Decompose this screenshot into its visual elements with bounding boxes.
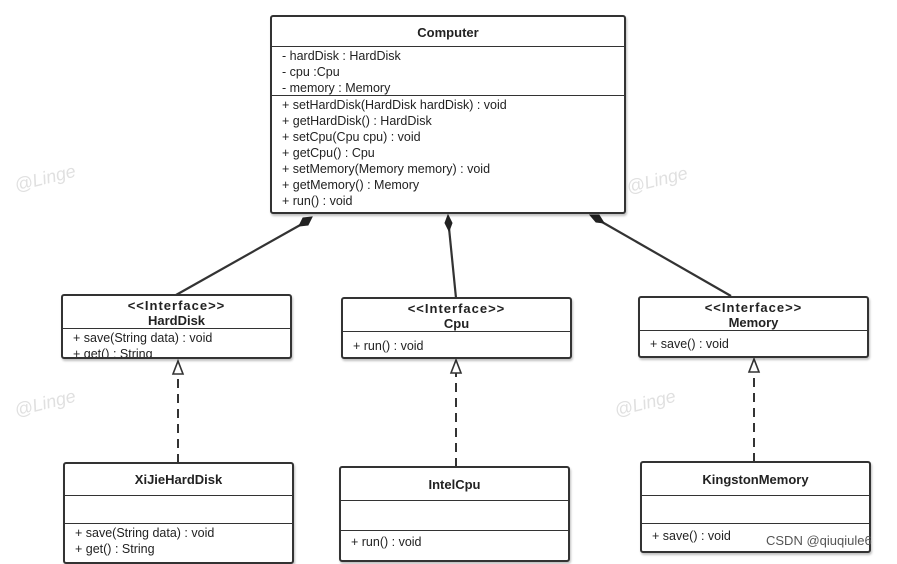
stereotype-label: <<Interface>> [704, 300, 803, 315]
intelcpu-class[interactable]: IntelCpu + run() : void [339, 466, 570, 562]
memory-interface-methods: + save() : void [640, 330, 867, 352]
memory-interface[interactable]: <<Interface>> Memory + save() : void [638, 296, 869, 358]
harddisk-interface-methods: + save(String data) : void + get() : Str… [63, 328, 290, 359]
attribute: - hardDisk : HardDisk [282, 49, 401, 63]
cpu-interface-methods: + run() : void [343, 331, 570, 354]
method: + save(String data) : void [75, 526, 215, 540]
interface-name: HardDisk [147, 313, 206, 328]
xijie-methods: + save(String data) : void + get() : Str… [65, 523, 292, 557]
memory-interface-header: <<Interface>> Memory [640, 298, 867, 330]
computer-class[interactable]: Computer - hardDisk : HardDisk - cpu :Cp… [270, 15, 626, 214]
class-name-text: KingstonMemory [702, 472, 809, 487]
composition-cpu [444, 213, 458, 299]
interface-name: Cpu [443, 316, 470, 331]
method: + run() : void [353, 339, 424, 353]
cpu-interface[interactable]: <<Interface>> Cpu + run() : void [341, 297, 572, 359]
method: + save(String data) : void [73, 331, 213, 345]
method: + get() : String [75, 542, 155, 556]
method: + getCpu() : Cpu [282, 146, 375, 160]
xijie-class-name: XiJieHardDisk [65, 464, 292, 495]
method: + run() : void [282, 194, 353, 208]
method: + setMemory(Memory memory) : void [282, 162, 491, 176]
harddisk-interface[interactable]: <<Interface>> HardDisk + save(String dat… [61, 294, 292, 359]
xijie-attributes [65, 495, 292, 523]
realization-xijie-harddisk [171, 358, 185, 463]
realization-kingston-memory [747, 356, 761, 462]
method: + get() : String [73, 347, 153, 359]
harddisk-interface-header: <<Interface>> HardDisk [63, 296, 290, 328]
attribute: - memory : Memory [282, 81, 391, 95]
realization-intelcpu-cpu [449, 357, 463, 467]
kingston-class-name: KingstonMemory [642, 463, 869, 495]
source-credit: CSDN @qiuqiule6 [766, 533, 872, 548]
kingston-methods: + save() : void [642, 523, 869, 544]
class-name-text: IntelCpu [428, 477, 481, 492]
method: + setHardDisk(HardDisk hardDisk) : void [282, 98, 507, 112]
method: + getHardDisk() : HardDisk [282, 114, 432, 128]
attribute: - cpu :Cpu [282, 65, 340, 79]
stereotype-label: <<Interface>> [407, 301, 506, 316]
class-name-text: XiJieHardDisk [134, 472, 223, 487]
method: + save() : void [652, 529, 731, 543]
intelcpu-methods: + run() : void [341, 530, 568, 550]
cpu-interface-header: <<Interface>> Cpu [343, 299, 570, 331]
kingston-attributes [642, 495, 869, 523]
computer-class-name: Computer [272, 17, 624, 46]
method: + setCpu(Cpu cpu) : void [282, 130, 421, 144]
intelcpu-class-name: IntelCpu [341, 468, 568, 500]
method: + save() : void [650, 337, 729, 351]
class-name-text: Computer [417, 25, 479, 40]
method: + run() : void [351, 535, 422, 549]
intelcpu-attributes [341, 500, 568, 530]
method: + getMemory() : Memory [282, 178, 420, 192]
interface-name: Memory [728, 315, 779, 330]
composition-harddisk [175, 216, 313, 296]
computer-methods: + setHardDisk(HardDisk hardDisk) : void … [272, 95, 624, 209]
kingston-memory-class[interactable]: KingstonMemory + save() : void [640, 461, 871, 553]
xijie-harddisk-class[interactable]: XiJieHardDisk + save(String data) : void… [63, 462, 294, 564]
composition-memory [588, 214, 732, 297]
computer-attributes: - hardDisk : HardDisk - cpu :Cpu - memor… [272, 46, 624, 95]
stereotype-label: <<Interface>> [127, 298, 226, 313]
